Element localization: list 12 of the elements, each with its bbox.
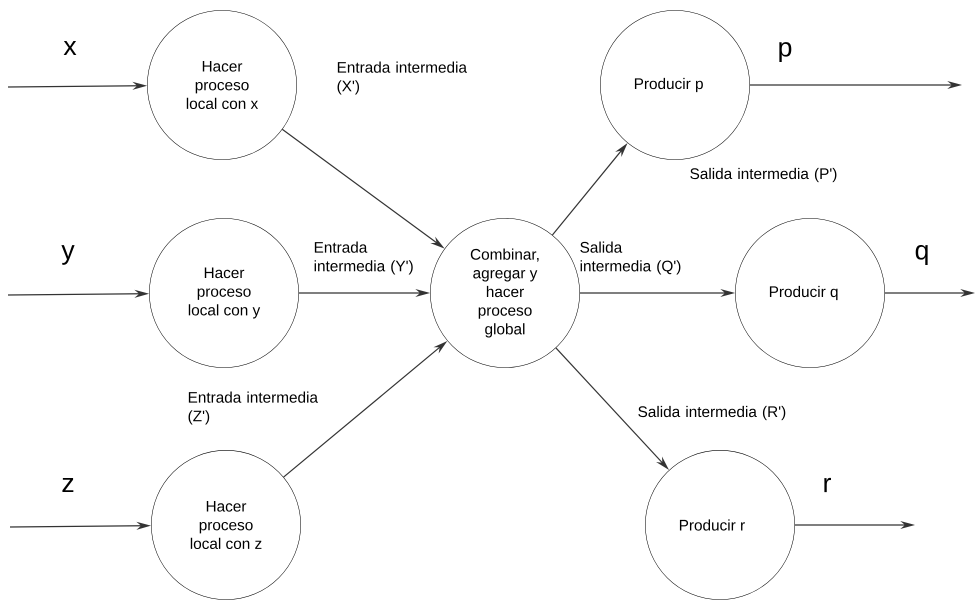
edge-label: Salida intermedia (Q'): [580, 242, 680, 274]
edge-label: x: [64, 40, 76, 56]
edge-label: z: [62, 478, 74, 492]
edge-label: q: [916, 245, 928, 265]
edge-label: Entrada intermedia (X'): [338, 62, 467, 94]
edge-label: p: [779, 42, 792, 62]
edge-label: Salida intermedia (R'): [638, 406, 786, 420]
edge-label: Salida intermedia (P'): [690, 168, 836, 182]
edge-label: r: [824, 478, 831, 492]
edge-label: Entrada intermedia (Z'): [188, 392, 318, 424]
edge-label: Entrada intermedia (Y'): [314, 242, 413, 274]
edge-label: y: [61, 245, 75, 265]
